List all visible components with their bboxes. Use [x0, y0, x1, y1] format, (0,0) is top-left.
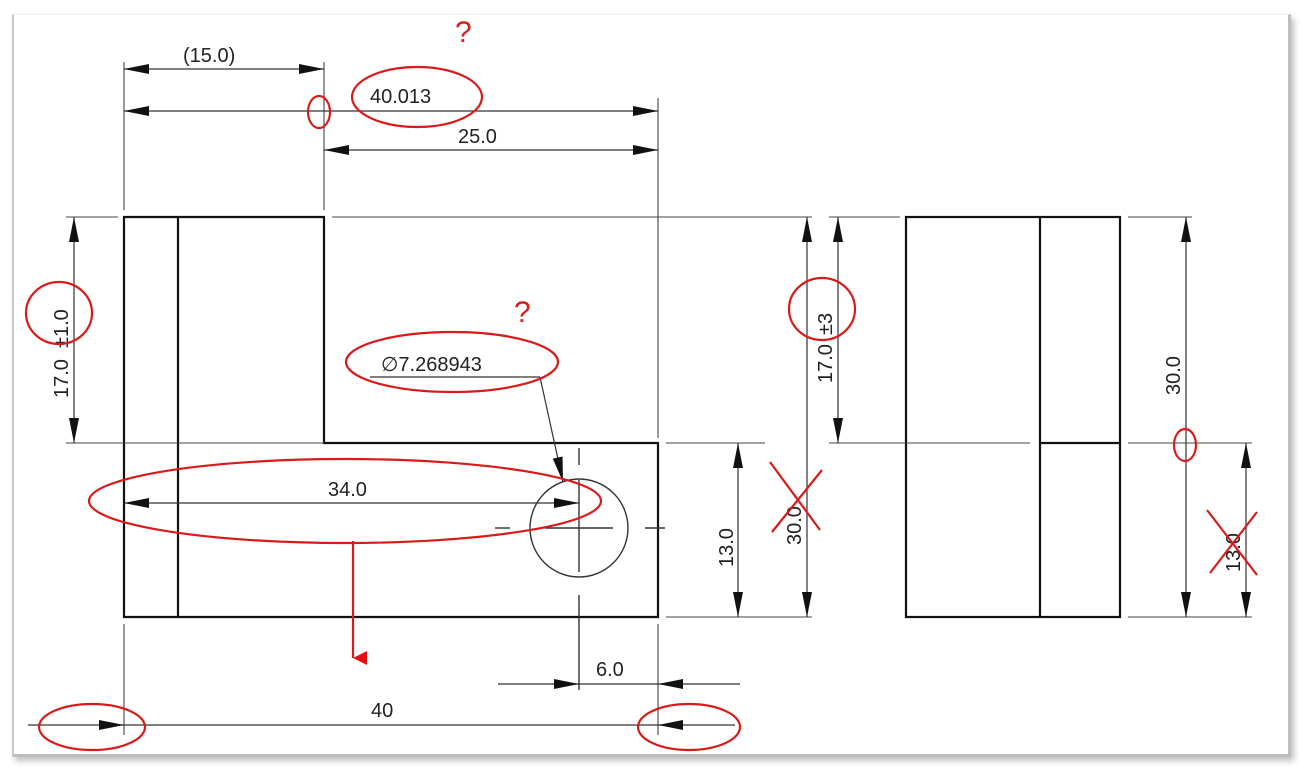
markup-ellipse-side-junction	[1172, 427, 1198, 463]
dim-6: 6.0	[596, 659, 624, 681]
markup-ellipse-arrow-left	[37, 702, 147, 752]
dim-13-mid: 13.0	[716, 528, 738, 567]
extension-lines	[66, 62, 1252, 735]
dim-17-mid-tol: ±3	[815, 313, 837, 335]
dim-17-left: 17.0	[51, 359, 73, 398]
question-mark-top: ?	[455, 16, 472, 49]
dim-13-side-crossed: 13.0	[1223, 533, 1245, 572]
dimension-lines	[28, 64, 1251, 730]
drawing-frame	[12, 14, 1291, 757]
dimension-texts: (15.0) 40.013 25.0 17.0 ±1.0 ∅7.268943 3…	[51, 45, 1245, 722]
question-mark-hole: ?	[514, 296, 531, 329]
dim-40-bottom: 40	[371, 700, 393, 722]
review-markups	[24, 65, 1258, 752]
markup-ellipse-tol-mid	[787, 276, 857, 342]
markup-ellipse-34	[87, 457, 603, 545]
question-marks: ? ?	[455, 16, 531, 329]
dim-15: (15.0)	[183, 45, 235, 67]
dim-34: 34.0	[328, 479, 367, 501]
dim-17-left-tol: ±1.0	[51, 309, 73, 348]
markup-ellipse-arrow-right	[636, 702, 742, 752]
dim-hole-diameter: ∅7.268943	[381, 354, 482, 376]
dim-30-crossed: 30.0	[784, 506, 806, 545]
front-view	[122, 215, 660, 619]
dim-40-013: 40.013	[370, 86, 431, 108]
markup-ellipse-junction	[306, 94, 332, 130]
markup-ellipse-tol-left	[24, 280, 94, 346]
hole-circle	[495, 448, 665, 690]
dim-25: 25.0	[458, 126, 497, 148]
markup-ellipse-hole-dia	[344, 330, 560, 394]
markup-cross-30	[769, 461, 821, 531]
dim-30-side: 30.0	[1163, 356, 1185, 395]
side-view	[904, 215, 1122, 619]
dim-17-mid: 17.0	[815, 344, 837, 383]
markup-ellipse-40-013	[350, 65, 484, 129]
